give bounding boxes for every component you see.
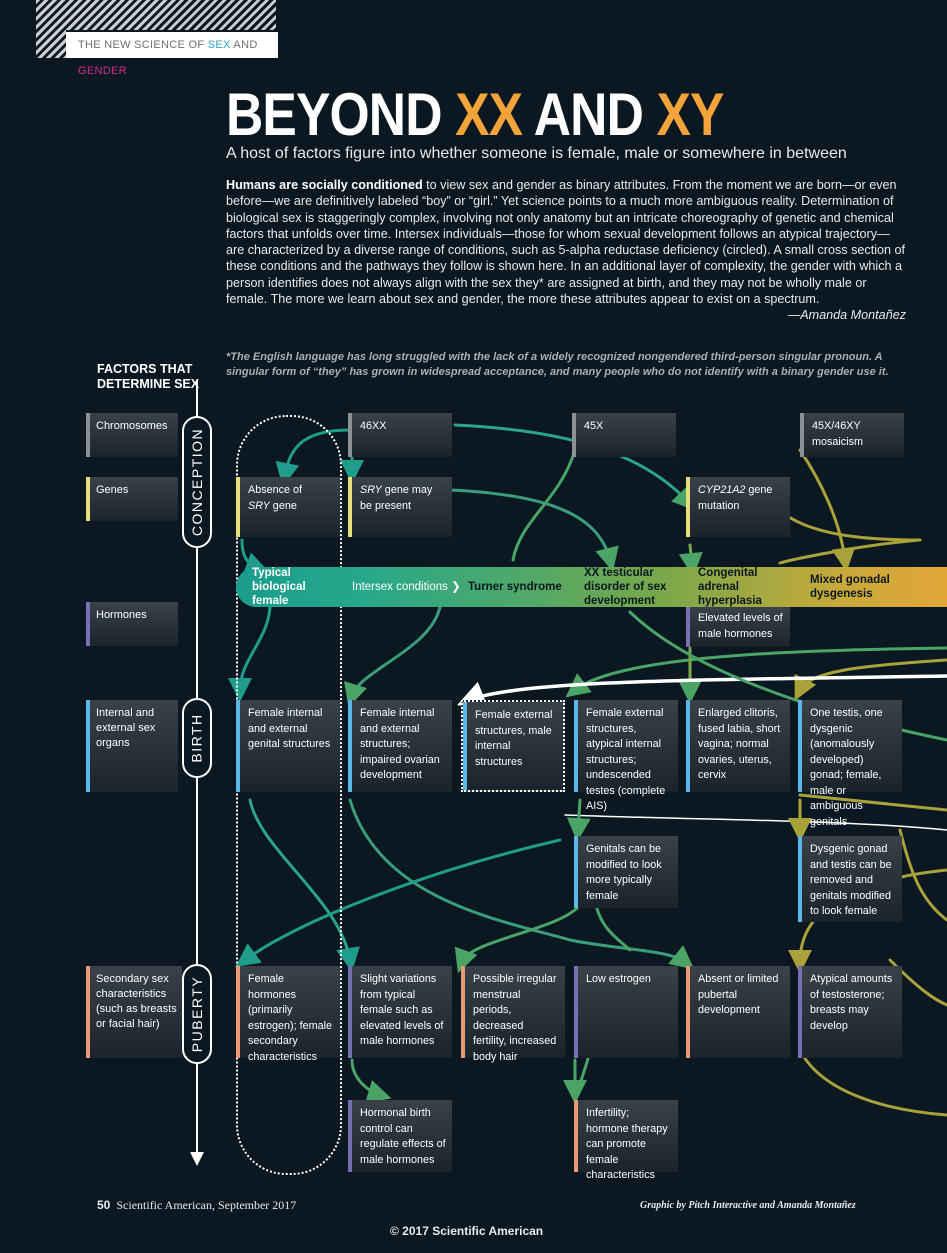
- section-sex: SEX: [207, 39, 231, 51]
- secondary-card: Female hormones (primarily estrogen); fe…: [236, 966, 340, 1063]
- secondary-text: Slight variations from typical female su…: [360, 973, 444, 1047]
- chromosome-label: 45X: [584, 420, 604, 432]
- row-label: Chromosomes: [96, 420, 168, 432]
- gene-card: CYP21A2 gene mutation: [686, 477, 790, 537]
- organ-card: Female external structures, atypical int…: [574, 700, 678, 812]
- gene-card: Absence of SRY gene: [236, 477, 340, 537]
- subtitle: A host of factors figure into whether so…: [226, 145, 847, 162]
- stage-puberty: PUBERTY: [182, 964, 212, 1064]
- secondary-text: Low estrogen: [586, 973, 651, 985]
- secondary-text: Possible irregular menstrual periods, de…: [473, 973, 557, 1063]
- organ-text: Female internal and external genital str…: [248, 707, 331, 750]
- organ-text: Female external structures, atypical int…: [586, 707, 666, 812]
- row-label: Secondary sex characteristics (such as b…: [96, 973, 177, 1030]
- secondary-card: Low estrogen: [574, 966, 678, 1058]
- chromosome-label: 45X/46XY: [812, 420, 861, 432]
- hatch-decoration-side: [36, 0, 66, 58]
- intro-lead: Humans are socially conditioned: [226, 178, 423, 192]
- section-and: AND: [230, 39, 258, 51]
- magazine-issue: Scientific American, September 2017: [116, 1198, 297, 1212]
- intervention-text: Infertility; hormone therapy can promote…: [586, 1107, 668, 1181]
- section-gender: GENDER: [78, 65, 127, 77]
- intro-paragraph: Humans are socially conditioned to view …: [226, 177, 906, 324]
- chromosome-card: 46XX: [348, 413, 452, 457]
- condition-band: [236, 567, 947, 607]
- intervention-card: Hormonal birth control can regulate effe…: [348, 1100, 452, 1172]
- copyright: © 2017 Scientific American: [390, 1224, 544, 1238]
- secondary-text: Atypical amounts of testosterone; breast…: [810, 973, 893, 1032]
- organ-card: Female internal and external structures;…: [348, 700, 452, 792]
- hormones-text: Elevated levels of male hormones: [698, 612, 783, 640]
- organ-card: Enlarged clitoris, fused labia, short va…: [686, 700, 790, 792]
- secondary-card: Possible irregular menstrual periods, de…: [461, 966, 565, 1063]
- page-footer: 50 Scientific American, September 2017: [97, 1198, 296, 1213]
- hormones-card: Elevated levels of male hormones: [686, 607, 790, 647]
- intervention-card: Genitals can be modified to look more ty…: [574, 836, 678, 908]
- organ-card: One testis, one dysgenic (anomalously de…: [798, 700, 902, 828]
- row-label: Hormones: [96, 609, 147, 621]
- section-prefix: THE NEW SCIENCE OF: [78, 39, 208, 51]
- band-intersex-conditions: Intersex conditions ❯: [352, 581, 461, 593]
- organ-text: One testis, one dysgenic (anomalously de…: [810, 707, 883, 828]
- typical-female-outline: [236, 415, 342, 1175]
- intervention-card: Infertility; hormone therapy can promote…: [574, 1100, 678, 1181]
- secondary-card: Absent or limited pubertal development: [686, 966, 790, 1058]
- chromosome-sublabel: mosaicism: [812, 435, 863, 448]
- secondary-card: Atypical amounts of testosterone; breast…: [798, 966, 902, 1058]
- gene-name: CYP21A2: [698, 484, 746, 496]
- intervention-text: Genitals can be modified to look more ty…: [586, 843, 662, 902]
- band-xx-testicular: XX testicular disorder of sex developmen…: [584, 567, 667, 607]
- graphic-credit: Graphic by Pitch Interactive and Amanda …: [640, 1200, 856, 1211]
- organ-card: Female internal and external genital str…: [236, 700, 340, 792]
- intervention-text: Hormonal birth control can regulate effe…: [360, 1107, 446, 1166]
- secondary-card: Slight variations from typical female su…: [348, 966, 452, 1058]
- intervention-text: Dysgenic gonad and testis can be removed…: [810, 843, 892, 917]
- chromosome-card: 45X: [572, 413, 676, 457]
- gene-post: gene: [269, 499, 297, 512]
- footnote: *The English language has long struggled…: [226, 351, 889, 378]
- band-cah: Congenital adrenal hyperplasia: [698, 567, 762, 607]
- gene-post: gene may be present: [360, 484, 433, 512]
- row-secondary: Secondary sex characteristics (such as b…: [86, 966, 182, 1058]
- page-number: 50: [97, 1198, 111, 1212]
- organ-text: Female external structures, male interna…: [475, 709, 553, 768]
- byline: —Amanda Montañez: [787, 308, 906, 323]
- gene-card: SRY gene may be present: [348, 477, 452, 537]
- secondary-text: Absent or limited pubertal development: [698, 973, 779, 1016]
- page-title: BEYOND XX AND XY: [226, 80, 724, 149]
- hatch-decoration: [36, 0, 276, 30]
- factors-heading: FACTORS THAT DETERMINE SEX: [97, 362, 200, 391]
- section-tab: THE NEW SCIENCE OF SEX AND GENDER: [66, 32, 278, 77]
- intervention-card: Dysgenic gonad and testis can be removed…: [798, 836, 902, 922]
- title-beyond: BEYOND: [226, 81, 456, 148]
- intro-text: to view sex and gender as binary attribu…: [226, 178, 905, 307]
- organ-card-circled: Female external structures, male interna…: [461, 700, 565, 792]
- gene-name: SRY: [360, 484, 382, 496]
- chromosome-card: 45X/46XY mosaicism: [800, 413, 904, 457]
- band-mixed-gonadal: Mixed gonadal dysgenesis: [810, 574, 890, 600]
- row-label: Internal and external sex organs: [96, 707, 156, 749]
- band-typical-female: Typical biological female: [252, 567, 306, 607]
- chromosome-label: 46XX: [360, 420, 387, 432]
- row-hormones: Hormones: [86, 602, 178, 646]
- gene-name: SRY: [248, 499, 270, 512]
- title-and: AND: [522, 81, 657, 148]
- row-chromosomes: Chromosomes: [86, 413, 178, 457]
- stage-conception: CONCEPTION: [182, 416, 212, 548]
- row-label: Genes: [96, 484, 129, 496]
- band-turner-syndrome: Turner syndrome: [468, 581, 562, 593]
- secondary-text: Female hormones (primarily estrogen); fe…: [248, 973, 333, 1063]
- row-genes: Genes: [86, 477, 178, 521]
- title-xx: XX: [455, 81, 523, 148]
- row-organs: Internal and external sex organs: [86, 700, 178, 792]
- gene-post: gene mutation: [698, 484, 773, 512]
- organ-text: Female internal and external structures;…: [360, 707, 440, 781]
- organ-text: Enlarged clitoris, fused labia, short va…: [698, 707, 781, 781]
- gene-pre: Absence of: [248, 484, 303, 496]
- title-xy: XY: [656, 81, 724, 148]
- timeline-arrow-icon: [190, 1152, 204, 1166]
- stage-birth: BIRTH: [182, 698, 212, 778]
